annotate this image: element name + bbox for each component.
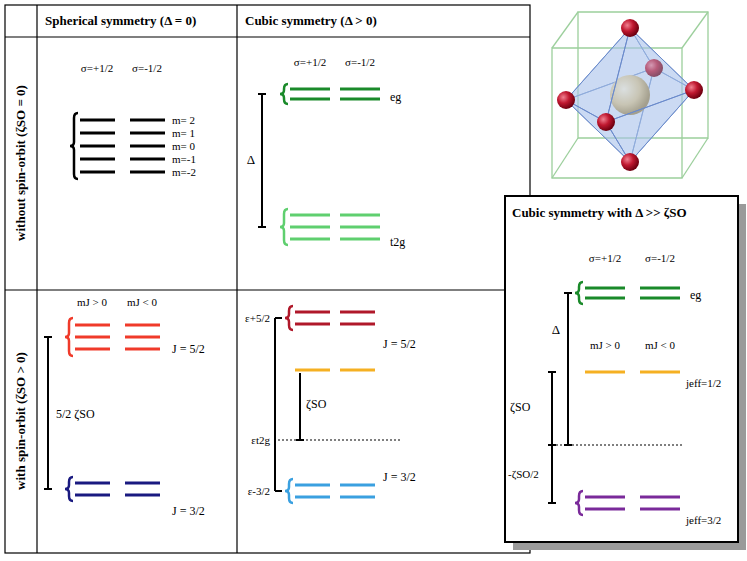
inset-panel: Cubic symmetry with Δ >> ζSO σ=+1/2 σ=-1/2… xyxy=(505,196,738,542)
brace xyxy=(65,477,73,501)
levels-j32 xyxy=(75,483,160,495)
header-cell: Spherical symmetry (Δ = 0) xyxy=(37,5,237,37)
level-label: J = 5/2 xyxy=(383,338,416,351)
mj-label: mJ < 0 xyxy=(127,296,157,308)
level-label: m=-2 xyxy=(172,166,196,178)
row-header: without spin-orbit (ζSO = 0) xyxy=(14,85,28,241)
mj-label: mJ > 0 xyxy=(77,296,107,308)
spin-label: σ=+1/2 xyxy=(589,252,621,264)
level-label: m= 2 xyxy=(172,114,195,126)
levels-j32-inset xyxy=(585,497,680,509)
energy-bar xyxy=(275,318,304,491)
table-cell: ε+5/2 J = 5/2 ζSO εt2g ε-3/2 J = 3/2 xyxy=(237,290,530,553)
brace xyxy=(65,318,73,356)
brace xyxy=(575,282,583,304)
levels-eg xyxy=(290,89,380,99)
gap-label: ζSO xyxy=(510,401,530,414)
brace xyxy=(70,113,78,179)
level-label: eg xyxy=(390,91,401,104)
inset-title: Cubic symmetry with Δ >> ζSO xyxy=(512,206,687,220)
column-header: Cubic symmetry (Δ > 0) xyxy=(245,14,377,28)
row-header-cell: without spin-orbit (ζSO = 0) xyxy=(5,37,37,290)
energy-bar xyxy=(548,293,572,503)
spin-label: σ=+1/2 xyxy=(81,62,113,74)
gap-label: Δ xyxy=(552,323,560,337)
row-header: with spin-orbit (ζSO > 0) xyxy=(14,352,28,490)
level-orange-inset xyxy=(585,371,680,374)
inset-panel xyxy=(505,196,738,542)
gap-label: Δ xyxy=(247,153,255,167)
table-cell: σ=+1/2 σ=-1/2 m= 2m= 1m= 0m=-1m=-2 xyxy=(37,37,237,290)
level-label: eg xyxy=(690,289,701,302)
table-cell: σ=+1/2 σ=-1/2 egΔt2g xyxy=(237,37,530,290)
level-label: J = 5/2 xyxy=(172,343,205,356)
levels-e52 xyxy=(295,312,375,324)
row-header-cell: with spin-orbit (ζSO > 0) xyxy=(5,290,37,553)
spin-label: σ=-1/2 xyxy=(645,252,675,264)
brace xyxy=(575,491,583,515)
levels-cell1 xyxy=(80,120,165,172)
gap-label: 5/2 ζSO xyxy=(56,408,95,421)
barycentre-line xyxy=(552,444,682,445)
level-label: t2g xyxy=(390,236,405,249)
barycentre-line xyxy=(278,439,400,440)
level-label: m= 0 xyxy=(172,140,195,152)
octahedron-illustration xyxy=(552,12,708,178)
table-grid xyxy=(5,5,530,553)
brace xyxy=(280,209,288,245)
gap-label: ζSO xyxy=(306,398,326,411)
level-label: jeff=1/2 xyxy=(686,377,721,389)
spin-label: σ=+1/2 xyxy=(294,56,326,68)
header-cell: Cubic symmetry (Δ > 0) xyxy=(237,5,530,37)
brace xyxy=(285,479,293,503)
level-label: m= 1 xyxy=(172,127,195,139)
levels-j52 xyxy=(75,325,160,349)
energy-bar xyxy=(258,94,266,227)
level-label: J = 3/2 xyxy=(172,505,205,518)
spin-label: σ=-1/2 xyxy=(132,62,162,74)
level-orange xyxy=(295,369,375,372)
energy-label: ε+5/2 xyxy=(245,312,270,324)
energy-label: ε-3/2 xyxy=(248,485,270,497)
energy-bar xyxy=(44,337,52,489)
level-label: J = 3/2 xyxy=(383,471,416,484)
mj-label: mJ > 0 xyxy=(590,339,620,351)
levels-e32 xyxy=(295,485,375,497)
levels-t2g xyxy=(290,215,380,239)
mj-label: mJ < 0 xyxy=(645,339,675,351)
brace xyxy=(285,306,293,330)
brace xyxy=(280,84,288,104)
level-label: m=-1 xyxy=(172,153,196,165)
level-label: jeff=3/2 xyxy=(686,514,721,526)
energy-label: εt2g xyxy=(251,434,270,446)
column-header: Spherical symmetry (Δ = 0) xyxy=(45,14,196,28)
spin-label: σ=-1/2 xyxy=(345,56,375,68)
gap-label: -ζSO/2 xyxy=(508,468,539,480)
table-cell: mJ > 0 mJ < 0 J = 5/2 5/2 ζSO J = 3/2 xyxy=(37,290,237,553)
levels-eg-inset xyxy=(585,288,680,298)
